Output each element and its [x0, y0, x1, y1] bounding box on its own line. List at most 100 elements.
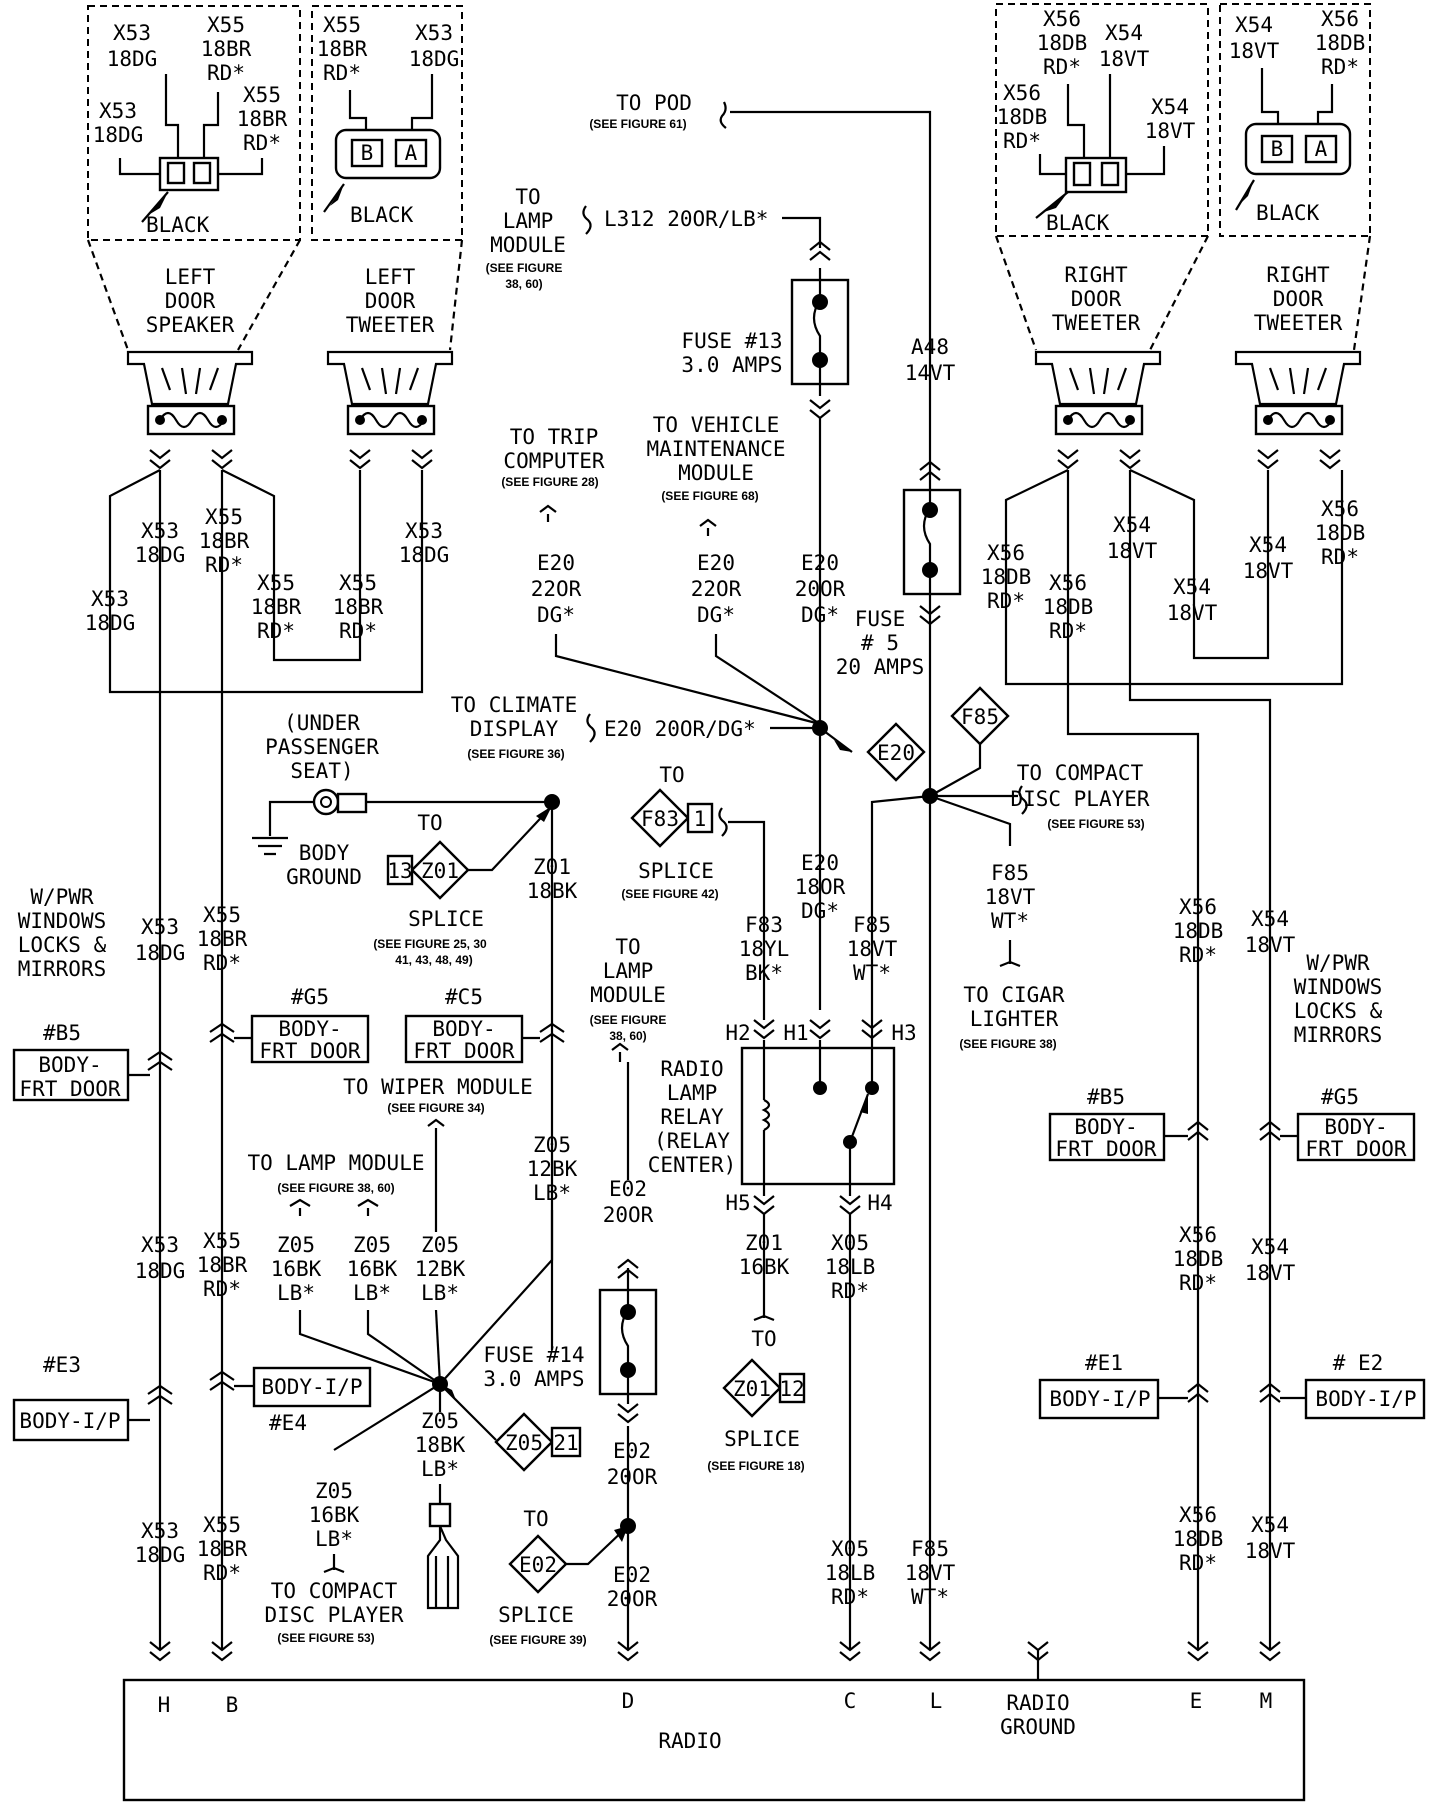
svg-text:# E2: # E2	[1333, 1351, 1384, 1375]
svg-text:21: 21	[553, 1431, 578, 1455]
svg-text:18DB: 18DB	[1315, 521, 1366, 545]
svg-text:WT*: WT*	[853, 961, 891, 985]
svg-text:18VT: 18VT	[1229, 39, 1280, 63]
svg-text:X56: X56	[987, 541, 1025, 565]
svg-text:18VT: 18VT	[847, 937, 898, 961]
svg-text:X54: X54	[1151, 95, 1189, 119]
svg-text:TO LAMP MODULE: TO LAMP MODULE	[247, 1151, 424, 1175]
svg-text:Z01: Z01	[733, 1377, 771, 1401]
svg-text:X53: X53	[141, 1519, 179, 1543]
svg-text:(SEE FIGURE 39): (SEE FIGURE 39)	[489, 1633, 586, 1647]
svg-text:F83: F83	[745, 913, 783, 937]
svg-text:RD*: RD*	[987, 589, 1025, 613]
svg-text:18DB: 18DB	[1173, 919, 1224, 943]
svg-text:RD*: RD*	[339, 619, 377, 643]
svg-text:18VT: 18VT	[1145, 119, 1196, 143]
svg-text:X56: X56	[1003, 81, 1041, 105]
svg-text:SPLICE: SPLICE	[724, 1427, 800, 1451]
svg-text:(SEE FIGURE: (SEE FIGURE	[486, 261, 563, 275]
right-tweeter-connector-inset-a: X56 18DB RD* X54 18VT X56 18DB RD* X54 1…	[995, 3, 1209, 237]
svg-text:BLACK: BLACK	[1256, 201, 1320, 225]
svg-text:X53: X53	[113, 21, 151, 45]
svg-text:TO COMPACT: TO COMPACT	[1017, 761, 1144, 785]
svg-text:TO: TO	[659, 763, 684, 787]
svg-text:DG*: DG*	[697, 603, 735, 627]
svg-text:X54: X54	[1113, 513, 1151, 537]
svg-text:X53: X53	[91, 587, 129, 611]
svg-text:RELAY: RELAY	[660, 1105, 724, 1129]
svg-text:16BK: 16BK	[347, 1257, 398, 1281]
svg-text:DISC PLAYER: DISC PLAYER	[264, 1603, 403, 1627]
svg-text:DOOR: DOOR	[1273, 287, 1324, 311]
svg-text:GROUND: GROUND	[286, 865, 362, 889]
svg-text:38, 60): 38, 60)	[505, 277, 542, 291]
svg-text:L312 20OR/LB*: L312 20OR/LB*	[604, 207, 768, 231]
svg-text:WT*: WT*	[911, 1585, 949, 1609]
svg-text:F85: F85	[961, 705, 999, 729]
svg-text:18VT: 18VT	[1243, 559, 1294, 583]
svg-text:TWEETER: TWEETER	[346, 313, 435, 337]
svg-text:18VT: 18VT	[905, 1561, 956, 1585]
svg-text:BODY-: BODY-	[1324, 1115, 1387, 1139]
svg-text:E20: E20	[697, 551, 735, 575]
svg-text:X56: X56	[1179, 1223, 1217, 1247]
svg-text:Z01: Z01	[421, 859, 459, 883]
svg-text:X55: X55	[207, 13, 245, 37]
svg-text:14VT: 14VT	[905, 361, 956, 385]
black-label: BLACK	[146, 213, 210, 237]
svg-text:18YL: 18YL	[739, 937, 790, 961]
svg-text:(SEE FIGURE 18): (SEE FIGURE 18)	[707, 1459, 804, 1473]
svg-text:X53: X53	[405, 519, 443, 543]
svg-text:FRT DOOR: FRT DOOR	[1055, 1137, 1157, 1161]
svg-text:18DB: 18DB	[1043, 595, 1094, 619]
svg-text:X55: X55	[203, 1229, 241, 1253]
pin-a-label: A	[405, 141, 418, 165]
svg-text:F85: F85	[853, 913, 891, 937]
svg-text:FRT DOOR: FRT DOOR	[1305, 1137, 1407, 1161]
svg-text:3.0 AMPS: 3.0 AMPS	[681, 353, 782, 377]
svg-text:18LB: 18LB	[825, 1255, 876, 1279]
svg-text:TO CIGAR: TO CIGAR	[963, 983, 1065, 1007]
svg-text:X55: X55	[203, 1513, 241, 1537]
svg-text:RD*: RD*	[1043, 55, 1081, 79]
svg-text:BODY-I/P: BODY-I/P	[261, 1375, 362, 1399]
svg-text:GROUND: GROUND	[1000, 1715, 1076, 1739]
svg-text:DG*: DG*	[801, 899, 839, 923]
svg-text:(SEE FIGURE 53): (SEE FIGURE 53)	[277, 1631, 374, 1645]
svg-text:#B5: #B5	[1087, 1085, 1125, 1109]
svg-text:WINDOWS: WINDOWS	[1294, 975, 1383, 999]
svg-text:13: 13	[387, 859, 412, 883]
svg-text:X53: X53	[141, 519, 179, 543]
svg-text:X05: X05	[831, 1231, 869, 1255]
svg-text:(SEE FIGURE 25, 30: (SEE FIGURE 25, 30	[373, 937, 487, 951]
svg-text:Z05: Z05	[353, 1233, 391, 1257]
svg-text:18VT: 18VT	[985, 885, 1036, 909]
svg-text:X56: X56	[1043, 7, 1081, 31]
svg-text:E02: E02	[613, 1563, 651, 1587]
left-tweeter-connector-inset: X55 18BR RD* X53 18DG B A BLACK	[311, 5, 463, 241]
svg-text:(SEE FIGURE 68): (SEE FIGURE 68)	[661, 489, 758, 503]
svg-text:X56: X56	[1049, 571, 1087, 595]
svg-text:SPLICE: SPLICE	[638, 859, 714, 883]
radio-lamp-relay: RADIO LAMP RELAY (RELAY CENTER) H2 H1 H3…	[648, 1019, 917, 1216]
svg-text:RD*: RD*	[203, 1561, 241, 1585]
svg-text:1: 1	[694, 807, 707, 831]
svg-text:COMPUTER: COMPUTER	[503, 449, 605, 473]
svg-text:X56: X56	[1321, 497, 1359, 521]
svg-text:E20: E20	[801, 851, 839, 875]
svg-text:F83: F83	[641, 807, 679, 831]
svg-text:16BK: 16BK	[309, 1503, 360, 1527]
svg-text:RD*: RD*	[1179, 1551, 1217, 1575]
svg-text:41, 43, 48, 49): 41, 43, 48, 49)	[395, 953, 472, 967]
svg-text:Z05: Z05	[533, 1133, 571, 1157]
svg-text:LB*: LB*	[421, 1457, 459, 1481]
svg-text:18BK: 18BK	[527, 879, 578, 903]
svg-text:18BR: 18BR	[197, 1253, 248, 1277]
svg-text:FUSE #13: FUSE #13	[681, 329, 782, 353]
svg-text:E20: E20	[801, 551, 839, 575]
svg-text:20OR: 20OR	[607, 1587, 658, 1611]
svg-text:RD*: RD*	[831, 1585, 869, 1609]
black-label-2: BLACK	[350, 203, 414, 227]
svg-text:(RELAY: (RELAY	[654, 1129, 730, 1153]
